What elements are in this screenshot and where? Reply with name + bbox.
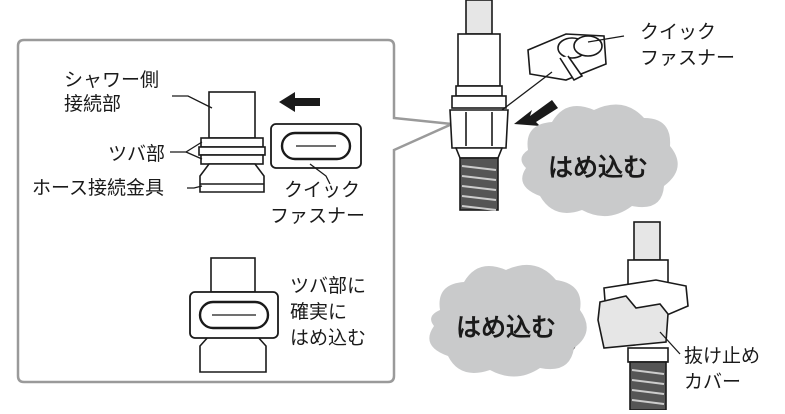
flange-label: ツバ部	[108, 143, 165, 165]
inset-pipe-top	[198, 91, 266, 193]
inset-leader-lines	[170, 95, 331, 189]
step1-fastener-label-2: ファスナー	[640, 47, 735, 69]
step1-push-bubble: はめ込む	[521, 104, 678, 217]
step1-fastener-leader	[587, 35, 625, 43]
step1-quick-fastener	[527, 33, 607, 82]
step2-cover-label-2: カバー	[684, 371, 741, 393]
step2-cover-label-1: 抜け止め	[684, 345, 760, 367]
secure-label-1: ツバ部に	[290, 275, 366, 297]
step2-push-text: はめ込む	[456, 313, 556, 342]
secure-label-2: 確実に	[290, 301, 347, 323]
step1-pipe	[449, 0, 509, 211]
step1-hose-ribs	[461, 165, 497, 211]
secure-label-3: はめ込む	[290, 327, 366, 349]
step1-guide-line	[501, 71, 558, 126]
inset-pipe-bottom	[189, 257, 279, 373]
inset-fastener-label-1: クイック	[284, 179, 360, 201]
shower-side-label-1: シャワー側	[64, 69, 159, 91]
step1-fastener-label-1: クイック	[640, 21, 716, 43]
step2-cover-leader	[659, 331, 681, 355]
step2-push-bubble: はめ込む	[429, 264, 587, 377]
hose-fitting-label: ホース接続金具	[32, 177, 164, 199]
step2-hose-ribs	[631, 369, 665, 405]
inset-quick-fastener	[270, 123, 362, 169]
step1-push-text: はめ込む	[548, 153, 648, 182]
inset-slide-arrow	[279, 92, 320, 112]
shower-side-label-2: 接続部	[64, 93, 121, 115]
inset-fastener-label-2: ファスナー	[270, 205, 365, 227]
